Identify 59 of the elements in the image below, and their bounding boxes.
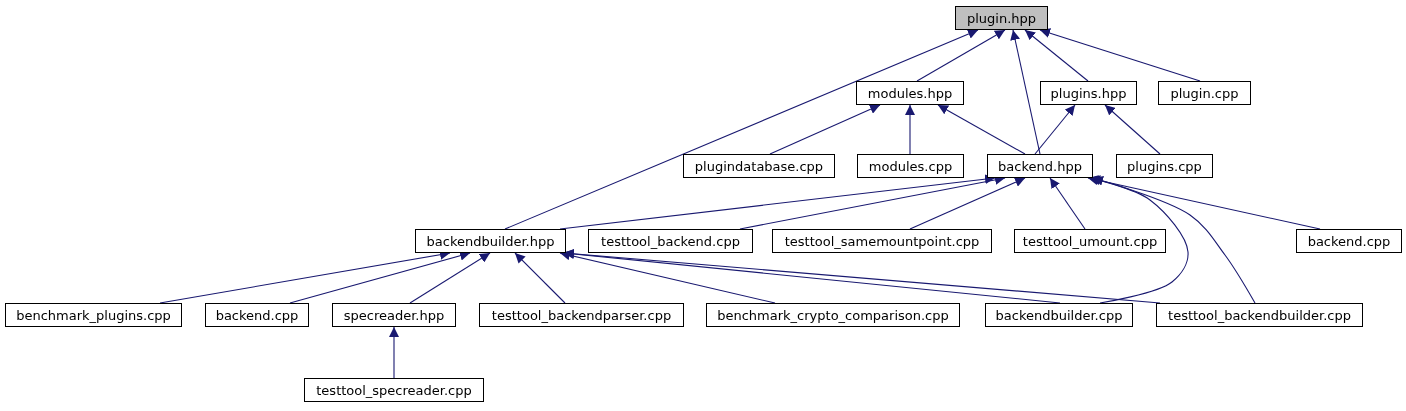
file-box xyxy=(857,154,964,178)
file-box xyxy=(1040,81,1137,105)
arrow xyxy=(937,104,1026,155)
file-name: testtool_samemountpoint.cpp xyxy=(784,233,980,249)
file-name: benchmark_plugins.cpp xyxy=(16,307,171,323)
file-box xyxy=(683,154,835,178)
arrow xyxy=(409,252,491,304)
file-name: plugins.hpp xyxy=(1050,85,1127,101)
file-name: plugins.cpp xyxy=(1127,158,1202,174)
focused-file-box xyxy=(955,6,1048,30)
arrow xyxy=(1049,177,1086,230)
file-box xyxy=(332,303,456,327)
file-name: backendbuilder.hpp xyxy=(426,233,555,249)
file-box xyxy=(856,81,964,105)
file-name: plugindatabase.cpp xyxy=(694,158,824,174)
file-box xyxy=(304,378,484,402)
arrow xyxy=(1010,29,1041,155)
file-name: testtool_backend.cpp xyxy=(601,233,740,249)
file-box xyxy=(706,303,960,327)
file-box xyxy=(1014,229,1166,253)
file-box xyxy=(772,229,992,253)
file-box xyxy=(1158,81,1251,105)
arrow xyxy=(559,250,776,304)
arrow xyxy=(514,252,566,304)
file-box xyxy=(1116,154,1213,178)
file-name: modules.hpp xyxy=(867,85,953,101)
file-name: plugin.cpp xyxy=(1170,85,1239,101)
file-name: modules.cpp xyxy=(868,158,953,174)
arrow xyxy=(1039,28,1201,82)
file-name: testtool_umount.cpp xyxy=(1022,233,1158,249)
file-box xyxy=(1296,229,1402,253)
arrow xyxy=(909,177,1026,230)
arrow xyxy=(769,104,881,155)
file-name: backendbuilder.cpp xyxy=(995,307,1123,323)
arrow xyxy=(916,29,1006,82)
file-box xyxy=(1156,303,1363,327)
file-name: plugin.hpp xyxy=(966,10,1037,26)
file-name: testtool_backendbuilder.cpp xyxy=(1168,307,1351,323)
file-name: specreader.hpp xyxy=(343,307,445,323)
file-box xyxy=(415,229,566,253)
file-box xyxy=(588,229,753,253)
arrow xyxy=(389,326,399,379)
file-name: backend.cpp xyxy=(215,307,299,323)
file-box xyxy=(987,154,1093,178)
file-box xyxy=(479,303,684,327)
file-box xyxy=(205,303,309,327)
arrow xyxy=(1087,175,1321,230)
file-name: testtool_backendparser.cpp xyxy=(491,307,672,323)
file-name: benchmark_crypto_comparison.cpp xyxy=(717,307,949,323)
arrow xyxy=(1034,104,1076,155)
file-box xyxy=(985,303,1133,327)
arrow xyxy=(905,104,915,155)
arrow xyxy=(1104,104,1161,155)
file-name: testtool_specreader.cpp xyxy=(316,382,472,398)
file-name: backend.hpp xyxy=(998,158,1082,174)
arrow xyxy=(1024,29,1089,82)
arrow xyxy=(504,29,979,230)
file-name: backend.cpp xyxy=(1307,233,1391,249)
file-box xyxy=(5,303,182,327)
